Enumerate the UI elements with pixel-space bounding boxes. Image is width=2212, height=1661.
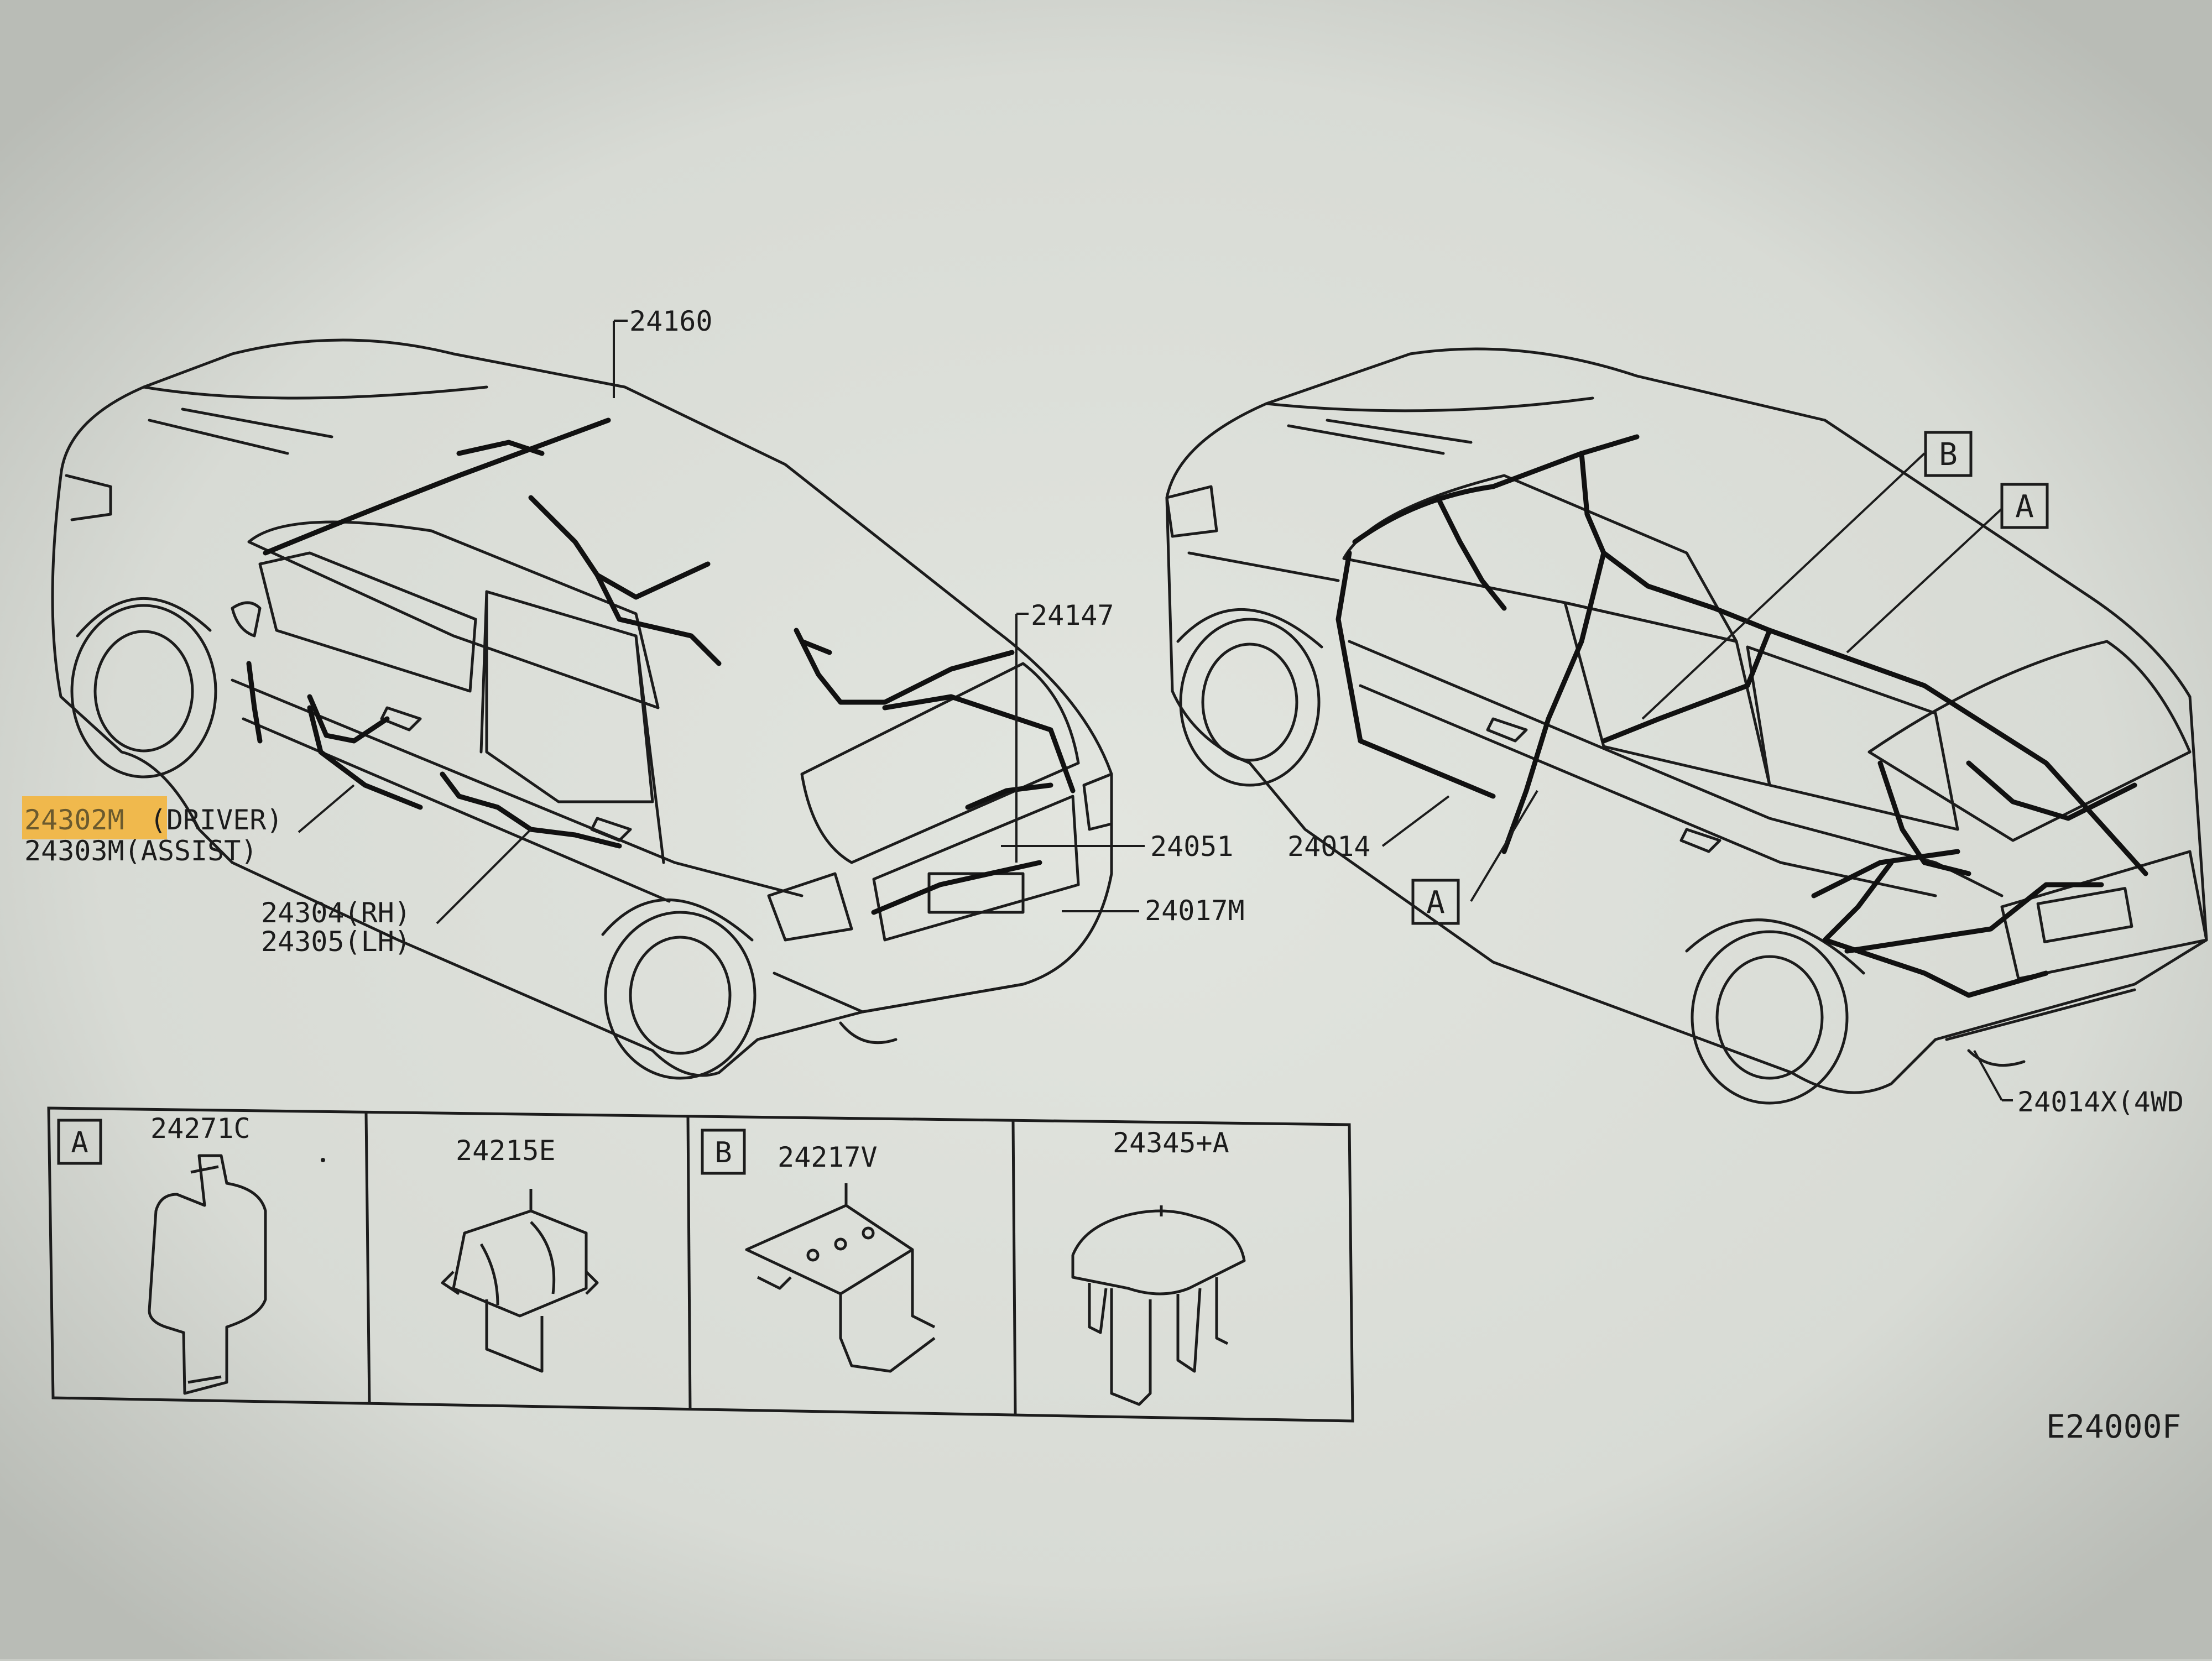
detail-24217v: B 24217V [701,1129,936,1373]
callout-24051: 24051 [1150,830,1234,863]
connector-24345a-drawing [1071,1205,1246,1406]
ref-box-b-letter: B [1939,437,1958,473]
callout-24014: 24014 [1287,830,1371,863]
clip-24215e-drawing [441,1189,599,1373]
callout-24302m: 24302M (DRIVER) [24,804,283,836]
bracket-24217v-drawing [745,1183,936,1373]
left-vehicle-harness [246,417,1076,915]
detail-24271c-ref-box [57,1119,102,1165]
right-vehicle-harness [1335,434,2148,998]
ref-box-a-car-top: A [2000,483,2049,529]
callout-24017m: 24017M [1145,895,1245,927]
left-vehicle-outline [51,338,1113,1080]
stray-dot [321,1158,325,1162]
detail-24271c-part: 24271C [150,1112,251,1145]
detail-24345a-part: 24345+A [1113,1127,1229,1159]
ref-box-b-car: B [1924,431,1973,477]
part-callouts: 24160 24147 24051 24017M 24014 24014X(4W… [22,305,2184,1118]
callout-24304: 24304(RH) [261,897,411,929]
callout-24305: 24305(LH) [261,926,411,958]
detail-panel-strip [47,1106,1354,1423]
callout-24160: 24160 [629,305,713,337]
detail-24215e: 24215E [441,1135,599,1373]
detail-24271c: A 24271C [57,1112,267,1395]
detail-24271c-ref: A [71,1126,88,1159]
right-vehicle-leader-lines [1381,452,2013,1101]
callout-24303m: 24303M(ASSIST) [24,835,257,867]
diagram-code: E24000F [2046,1408,2181,1445]
callout-24302m-driver: (DRIVER) [150,804,283,836]
right-vehicle-outline [1165,347,2208,1105]
ref-box-a-bottom-letter: A [1426,885,1445,921]
callout-24302m-number: 24302M [24,804,124,836]
callout-24147: 24147 [1031,599,1114,631]
detail-24217v-part: 24217V [778,1141,878,1173]
ref-box-a-top-letter: A [2015,489,2034,525]
highlight-24302m [22,796,167,839]
detail-24345a: 24345+A [1071,1127,1246,1406]
clip-24271c-drawing [148,1154,267,1395]
callout-24014x: 24014X(4WD [2017,1086,2184,1118]
detail-24217v-ref-box [701,1129,746,1175]
detail-24215e-part: 24215E [456,1135,556,1167]
left-vehicle-leader-lines [298,320,1145,924]
detail-24217v-ref: B [714,1136,732,1169]
ref-box-a-car-bottom: A [1411,879,1460,925]
